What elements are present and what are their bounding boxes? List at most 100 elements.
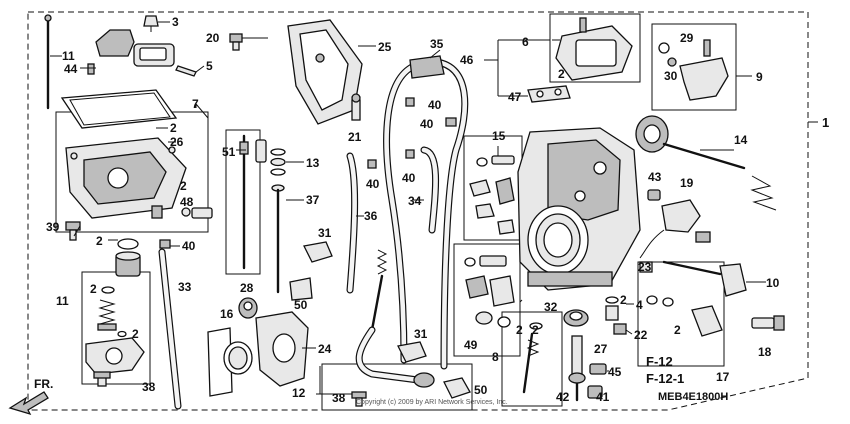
float-chamber-bracket (195, 103, 209, 119)
part-pump-cylinder (115, 251, 141, 277)
callout-21: 21 (348, 130, 362, 144)
callout-13: 13 (306, 156, 320, 170)
part-41-nut (587, 385, 603, 399)
callout-40-c: 40 (366, 177, 380, 191)
leader-lines (50, 21, 766, 395)
lever-assembly-box (453, 243, 521, 357)
callout-48: 48 (180, 195, 194, 209)
callout-2-pump-c: 2 (132, 327, 139, 341)
callout-40-b: 40 (420, 117, 434, 131)
part-43-screw (647, 189, 661, 201)
callout-9: 9 (756, 70, 763, 84)
hot-start-valve-box (501, 311, 563, 407)
callout-29: 29 (680, 31, 694, 45)
part-8-plunger (522, 322, 543, 394)
part-48-screw (181, 207, 213, 219)
callout-49: 49 (464, 338, 478, 352)
part-needle-holder (255, 139, 267, 163)
part-23-screw (639, 261, 653, 273)
front-label: FR. (34, 377, 53, 391)
part-18-screw (751, 315, 785, 331)
callout-25: 25 (378, 40, 392, 54)
callout-41: 41 (596, 390, 610, 404)
callout-38-b: 38 (332, 391, 346, 405)
callout-2-pump-b: 2 (90, 282, 97, 296)
part-38-screw-b (351, 391, 367, 407)
part-10-adjuster (662, 260, 747, 297)
part-47-plate (527, 85, 571, 103)
callout-39: 39 (46, 220, 60, 234)
callout-33: 33 (178, 280, 192, 294)
callout-15: 15 (492, 129, 506, 143)
front-arrow: FR. (8, 377, 53, 416)
callout-19: 19 (680, 176, 694, 190)
needle-jet-box (225, 129, 261, 275)
callout-37: 37 (306, 193, 320, 207)
callout-22: 22 (634, 328, 648, 342)
part-50-bracket-b (443, 377, 471, 399)
part-20-screw (229, 33, 243, 51)
callouts: 1 3 20 25 35 6 46 47 2 29 30 9 11 44 5 7… (46, 15, 829, 406)
part-38-screw-a (93, 371, 111, 387)
diagram-code: MEB4E1800H (658, 391, 728, 403)
callout-36: 36 (364, 209, 378, 223)
callout-1: 1 (822, 115, 829, 130)
callout-2-jet: 2 (620, 293, 627, 307)
part-3-clip (143, 15, 159, 32)
callout-31-b: 31 (414, 327, 428, 341)
callout-40-d: 40 (402, 171, 416, 185)
part-22-screw (613, 323, 627, 335)
part-37-jet (271, 184, 285, 294)
callout-12: 12 (292, 386, 306, 400)
callout-32: 32 (544, 300, 558, 314)
part-40-clip-c (445, 117, 457, 127)
lower-link-box (321, 363, 473, 411)
part-31-bracket-b (397, 341, 427, 363)
callout-2-float: 2 (180, 179, 187, 193)
part-50-bracket-a (289, 277, 313, 301)
callout-6: 6 (522, 35, 529, 49)
tpsensor-box (637, 261, 725, 367)
callout-3: 3 (172, 15, 179, 29)
callout-20: 20 (206, 31, 220, 45)
part-9-link-arm (679, 39, 729, 101)
part-12-linkage (355, 249, 435, 388)
part-49-lever (464, 255, 515, 328)
part-40-clip-e (405, 149, 415, 159)
part-44-screw (87, 63, 95, 75)
part-29-washer (658, 42, 670, 54)
callout-42: 42 (556, 390, 570, 404)
assembly-boundary (27, 11, 809, 411)
part-45-nut (589, 363, 607, 375)
callout-16: 16 (220, 307, 234, 321)
callout-24: 24 (318, 342, 332, 356)
part-2-gasket-top (60, 89, 178, 129)
part-pump-spring (97, 299, 117, 331)
callout-4: 4 (636, 298, 643, 312)
part-27-valve (568, 335, 586, 402)
callout-11-pump: 11 (56, 294, 69, 308)
callout-2-plunger-b: 2 (532, 323, 539, 337)
part-28-cap (238, 297, 258, 319)
callout-50-a: 50 (294, 298, 308, 312)
callout-23: 23 (638, 260, 652, 274)
callout-30: 30 (664, 69, 678, 83)
callout-17: 17 (716, 370, 730, 384)
part-21-screw (351, 93, 361, 121)
part-51-needle (239, 134, 249, 270)
callout-38-a: 38 (142, 380, 156, 394)
part-40-clip-a (159, 239, 171, 249)
callout-50-b: 50 (474, 383, 488, 397)
part-30-nut (667, 57, 677, 67)
ref-f12-1: F-12-1 (646, 371, 684, 386)
ref-f12: F-12 (646, 354, 673, 369)
part-31-bracket-a (303, 241, 333, 263)
callout-2-plunger: 2 (516, 323, 523, 337)
callout-2-top-cover: 2 (558, 67, 565, 81)
part-39-screw (65, 221, 81, 241)
callout-28: 28 (240, 281, 254, 295)
callout-11-top: 11 (62, 49, 75, 63)
part-2-oring-a (117, 238, 139, 250)
callout-47: 47 (508, 90, 522, 104)
